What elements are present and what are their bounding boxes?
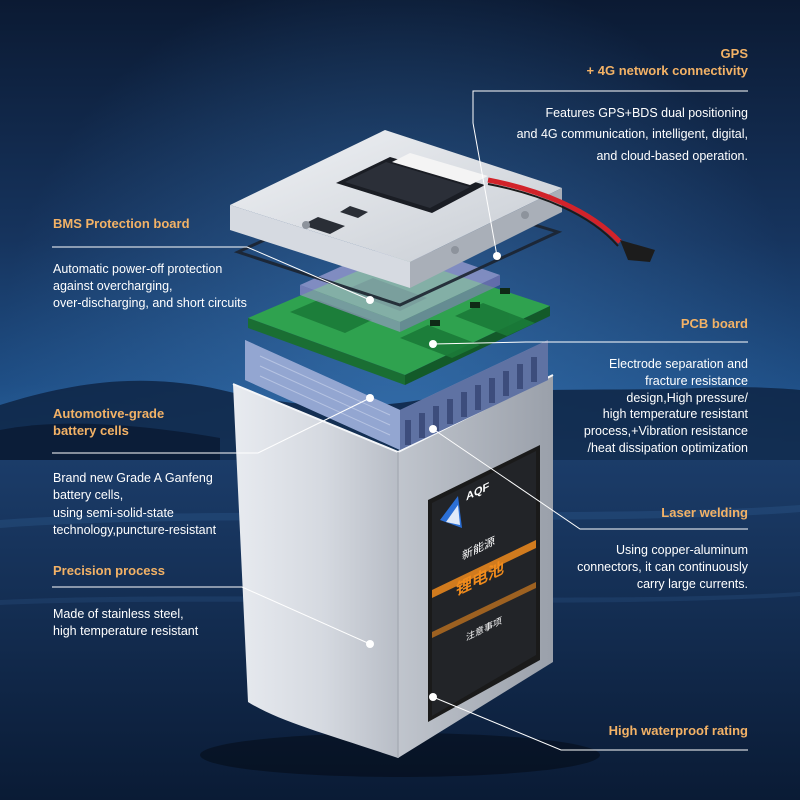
- bms-title: BMS Protection board: [53, 216, 190, 231]
- gps-desc-line2: and 4G communication, intelligent, digit…: [516, 127, 748, 141]
- battery-label-panel: [428, 445, 540, 722]
- pcb-desc-line1: Electrode separation and: [609, 357, 748, 371]
- precision-title: Precision process: [53, 563, 165, 578]
- laser-desc-line1: Using copper-aluminum: [615, 543, 748, 557]
- gps-desc-line1: Features GPS+BDS dual positioning: [545, 106, 748, 120]
- laser-desc-line3: carry large currents.: [636, 577, 748, 591]
- precision-desc-line1: Made of stainless steel,: [53, 607, 184, 621]
- pcb-desc-line4: high temperature resistant: [602, 407, 748, 421]
- pcb-desc-line3: design,High pressure/: [626, 391, 748, 405]
- pcb-desc-line2: fracture resistance: [645, 374, 748, 388]
- cells-desc-line4: technology,puncture-resistant: [53, 523, 217, 537]
- bms-desc-line1: Automatic power-off protection: [53, 262, 223, 276]
- cells-desc-line1: Brand new Grade A Ganfeng: [53, 471, 213, 485]
- battery-cells: [245, 340, 548, 450]
- laser-title: Laser welding: [661, 505, 748, 520]
- waterproof-title: High waterproof rating: [608, 723, 748, 738]
- cells-desc-line3: using semi-solid-state: [53, 506, 174, 520]
- pcb-desc-line5: process,+Vibration resistance: [583, 424, 748, 438]
- pcb-title: PCB board: [680, 316, 748, 331]
- gps-desc-line3: and cloud-based operation.: [596, 149, 748, 163]
- cells-title-line1: Automotive-grade: [53, 406, 165, 421]
- leader-lines: [52, 90, 748, 751]
- battery-lid: [230, 130, 655, 288]
- precision-desc-line2: high temperature resistant: [53, 624, 199, 638]
- gps-title-line1: GPS: [720, 46, 748, 61]
- bms-desc-line2: against overcharging,: [53, 279, 173, 293]
- cells-desc-line2: battery cells,: [53, 488, 124, 502]
- pcb-desc-line6: /heat dissipation optimization: [587, 441, 748, 455]
- bms-desc-line3: over-discharging, and short circuits: [53, 296, 247, 310]
- laser-desc-line2: connectors, it can continuously: [577, 560, 748, 574]
- gps-title-line2: + 4G network connectivity: [586, 63, 748, 78]
- cells-title-line2: battery cells: [53, 423, 129, 438]
